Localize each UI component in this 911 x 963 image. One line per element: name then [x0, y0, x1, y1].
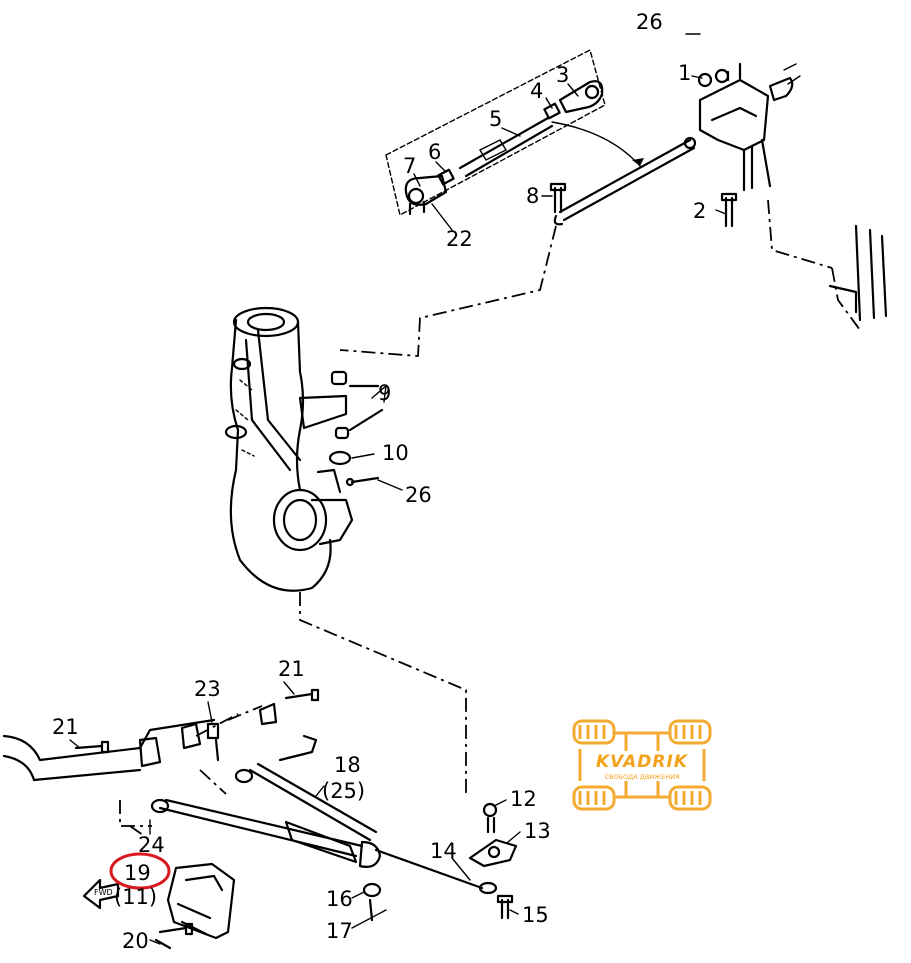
watermark-brand: KVADRIK: [595, 752, 689, 772]
skid-guard: [154, 862, 236, 950]
steering-column: [697, 62, 888, 331]
callout-3: 3: [556, 63, 569, 87]
callout-17: 17: [326, 919, 353, 943]
callout-12: 12: [510, 787, 537, 811]
atv-wheels-logo-icon: [572, 719, 712, 811]
callout-labels: 26 1 2 3 4 5 6 7 8 22 9 10 26 21 23 21 1…: [52, 10, 706, 953]
highlight-ring: [109, 852, 171, 890]
link-path-lower: [299, 592, 467, 796]
callout-22: 22: [446, 227, 473, 251]
callout-7: 7: [403, 154, 416, 178]
frame-brackets: [2, 688, 320, 841]
callout-15: 15: [522, 903, 549, 927]
leader-lines: [69, 33, 727, 945]
ball-joint-hardware: [374, 802, 518, 920]
callout-4: 4: [530, 79, 543, 103]
callout-8: 8: [526, 184, 539, 208]
lower-a-arm: [150, 734, 382, 922]
callout-20: 20: [122, 929, 149, 953]
callout-5: 5: [489, 107, 502, 131]
callout-2: 2: [693, 199, 706, 223]
callout-13: 13: [524, 819, 551, 843]
callout-21-left: 21: [52, 715, 79, 739]
callout-25: (25): [322, 779, 365, 803]
callout-14: 14: [430, 839, 457, 863]
fwd-arrow: FWD: [82, 878, 120, 910]
tie-rod-kit: [385, 48, 644, 217]
callout-21-right: 21: [278, 657, 305, 681]
callout-26-lower: 26: [405, 483, 432, 507]
callout-23: 23: [194, 677, 221, 701]
callout-10: 10: [382, 441, 409, 465]
fwd-label: FWD: [94, 888, 113, 897]
watermark-tagline: СВОБОДА ДВИЖЕНИЯ: [604, 773, 680, 781]
callout-9: 9: [378, 381, 391, 405]
callout-26-top: 26: [636, 10, 663, 34]
callout-16: 16: [326, 887, 353, 911]
callout-6: 6: [428, 140, 441, 164]
callout-19: 19: [124, 861, 151, 885]
callout-11: (11): [114, 885, 157, 909]
callout-24: 24: [138, 833, 165, 857]
callout-18: 18: [334, 753, 361, 777]
callout-1: 1: [678, 61, 691, 85]
link-path-upper: [339, 225, 557, 357]
steering-linkage: [549, 136, 697, 226]
knuckle-hardware: [328, 370, 387, 487]
steering-knuckle: [224, 306, 354, 592]
